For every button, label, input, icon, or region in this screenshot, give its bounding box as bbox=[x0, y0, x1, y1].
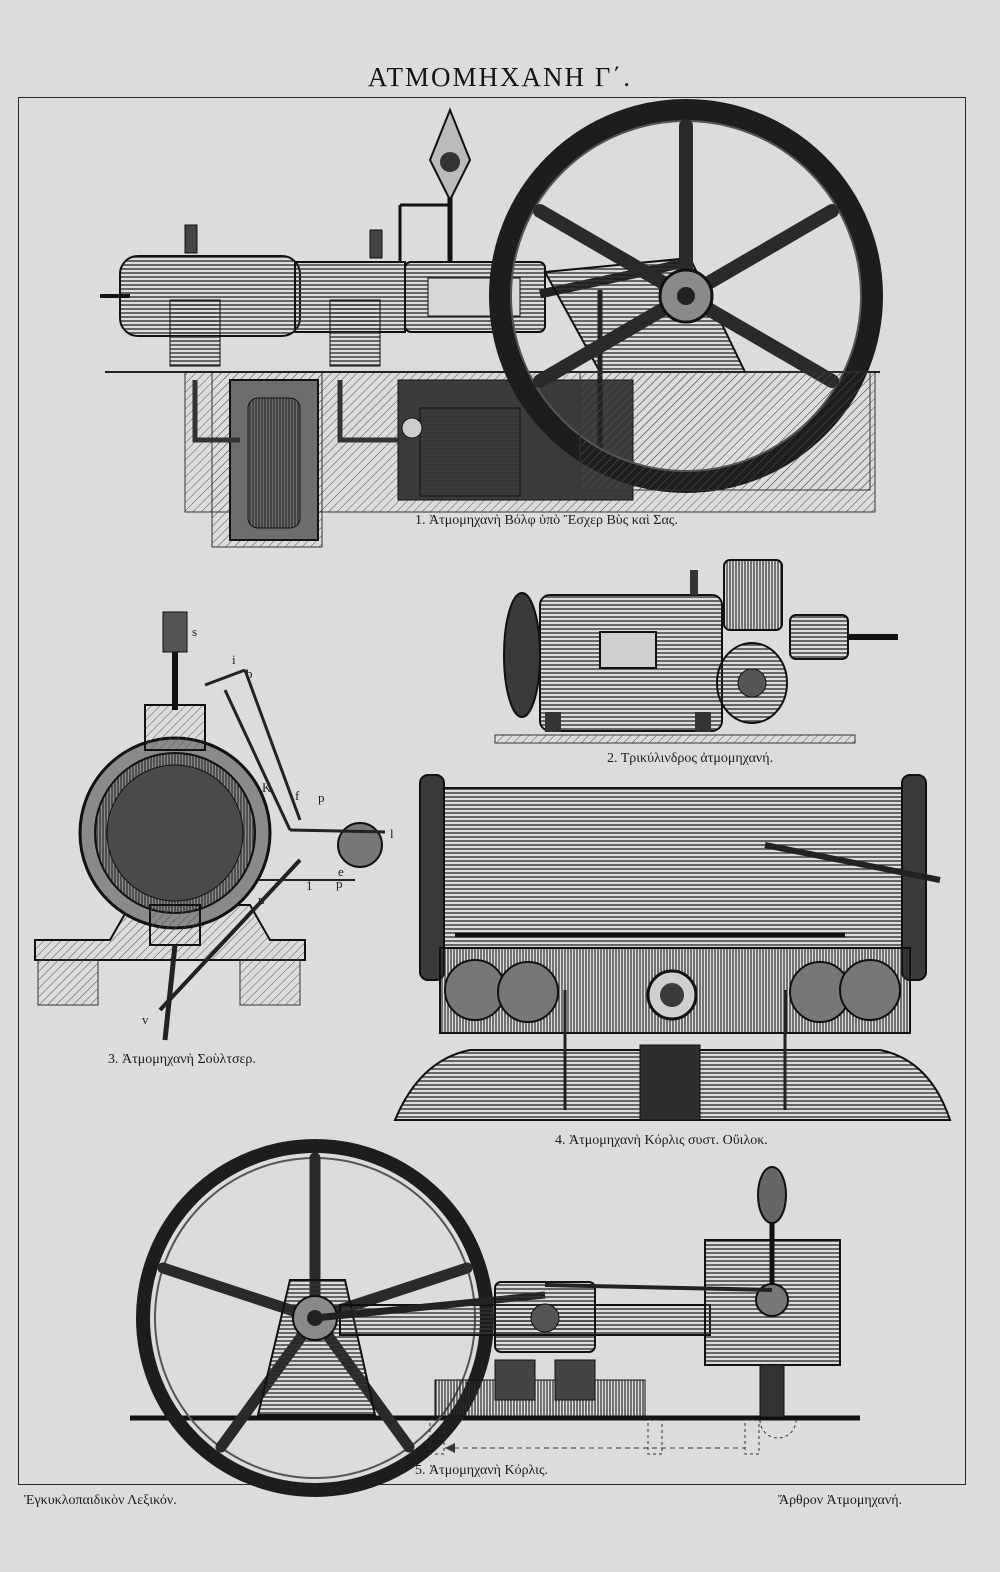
figure-4-corliss-wheelock-engine bbox=[393, 774, 952, 1121]
letter-p-upper: p bbox=[318, 790, 325, 805]
plate-title: ΑΤΜΟΜΗΧΑΝΗ Γ΄. bbox=[367, 62, 633, 92]
figure-3-letters: s i b K f p l e n p 1 v bbox=[142, 624, 394, 1027]
figure-3-caption: 3. Ἀτμομηχανὴ Σοὺλτσερ. bbox=[108, 1052, 256, 1067]
letter-e: e bbox=[338, 864, 344, 879]
letter-K: K bbox=[262, 780, 272, 795]
figure-5-corliss-engine bbox=[130, 1139, 860, 1497]
letter-1: 1 bbox=[306, 878, 313, 893]
figure-2-three-cylinder-engine bbox=[494, 559, 898, 744]
footer-left: Ἐγκυκλοπαιδικὸν Λεξικόν. bbox=[24, 1493, 177, 1508]
letter-v: v bbox=[142, 1012, 149, 1027]
letter-f: f bbox=[295, 788, 300, 803]
footer-right: Ἄρθρον Ἀτμομηχανή. bbox=[778, 1493, 903, 1508]
letter-p-lower: p bbox=[336, 876, 343, 891]
letter-i: i bbox=[232, 652, 236, 667]
letter-b: b bbox=[246, 666, 253, 681]
figure-1-wolf-engine bbox=[100, 99, 883, 548]
figure-2-caption: 2. Τρικύλινδρος ἀτμομηχανή. bbox=[607, 751, 774, 766]
figure-3-sulzer-engine bbox=[34, 611, 386, 1041]
figure-1-caption: 1. Ἀτμομηχανὴ Βόλφ ὑπὸ Ἔσχερ Βὺς καὶ Σας… bbox=[415, 513, 678, 528]
letter-l: l bbox=[390, 826, 394, 841]
figure-4-caption: 4. Ἀτμομηχανὴ Κόρλις συστ. Οὔιλοκ. bbox=[555, 1133, 768, 1148]
letter-s: s bbox=[192, 624, 197, 639]
figure-5-caption: 5. Ἀτμομηχανὴ Κόρλις. bbox=[415, 1463, 548, 1478]
plate-frame bbox=[18, 97, 966, 1485]
letter-n: n bbox=[258, 892, 265, 907]
